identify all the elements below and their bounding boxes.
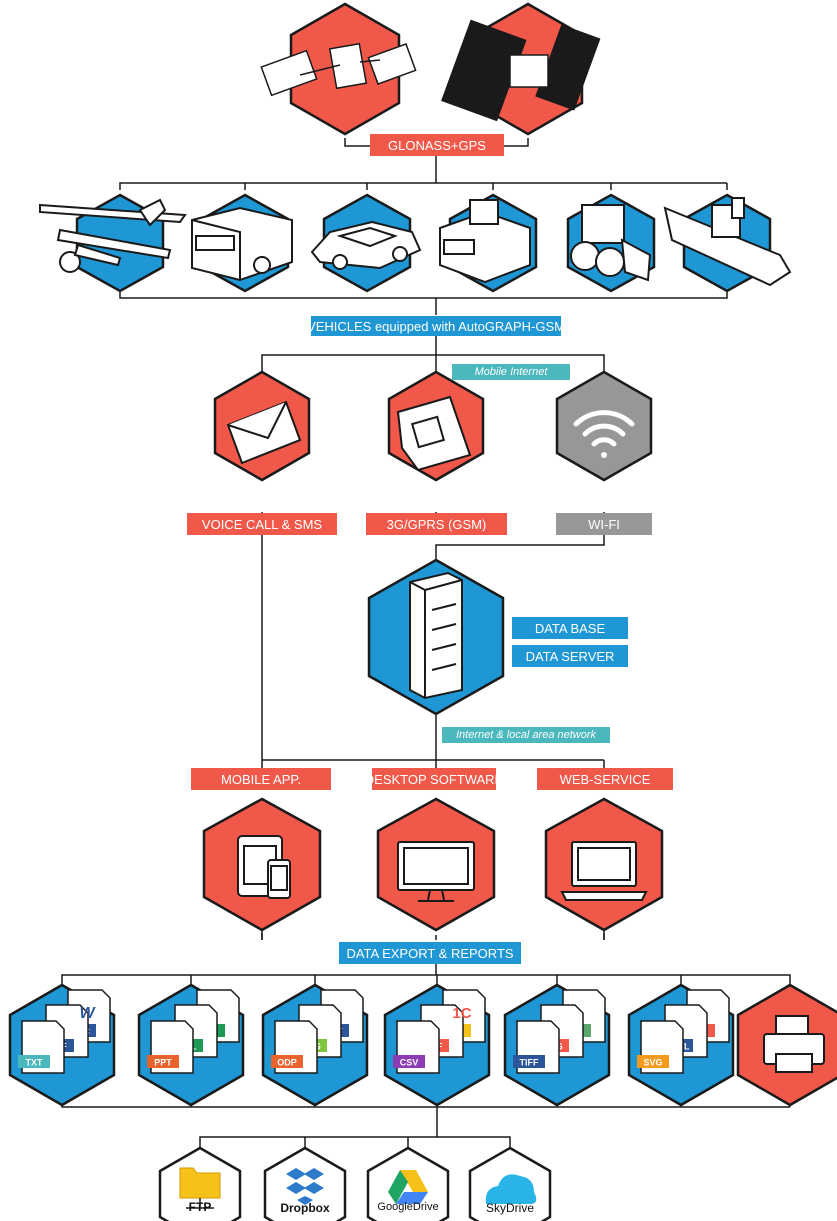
glonass-gps-label: GLONASS+GPS xyxy=(370,134,504,156)
folder-icon xyxy=(179,1167,221,1209)
file-icons: DOCRTFTXT XLSXMLPPT ODTODSODP OLEDBFCSV JPGP… xyxy=(18,989,730,1074)
envelope-icon xyxy=(226,400,302,465)
web-service-label: WEB-SERVICE xyxy=(537,768,673,790)
file-type-label: CSV xyxy=(400,1058,419,1068)
file-badge xyxy=(393,1055,425,1068)
file-type-label: TIFF xyxy=(520,1058,539,1068)
file-icon-odp: ODP xyxy=(271,1020,318,1074)
file-icon-txt: TXT xyxy=(18,1020,65,1074)
file-type-label: TXT xyxy=(26,1058,44,1068)
file-group-2: XLSXMLPPT xyxy=(147,989,240,1074)
data-export-label: DATA EXPORT & REPORTS xyxy=(339,942,521,964)
loader-icon xyxy=(570,204,652,282)
google-drive-icon xyxy=(388,1170,428,1204)
vehicles-label: VEHICLES equipped with AutoGRAPH-GSM xyxy=(307,316,565,336)
printer-icon xyxy=(763,1015,825,1073)
desktop-monitor-icon xyxy=(397,841,475,902)
internet-lan-label: Internet & local area network xyxy=(442,727,610,743)
file-icon-tiff: TIFF xyxy=(513,1020,560,1074)
satellite-icon xyxy=(260,42,417,97)
ftp-label: FTP xyxy=(188,1200,212,1214)
database-label: DATA BASE xyxy=(512,617,628,639)
file-badge xyxy=(271,1055,303,1068)
dropbox-icon xyxy=(286,1168,324,1205)
file-badge xyxy=(513,1055,545,1068)
voice-sms-label: VOICE CALL & SMS xyxy=(187,513,337,535)
skydrive-label: SkyDrive xyxy=(485,1201,534,1215)
wifi-icon xyxy=(573,410,635,458)
desktop-software-label: DESKTOP SOFTWARE xyxy=(365,768,503,790)
file-group-6: PDFHTMLSVG xyxy=(637,989,730,1074)
file-icon-svg: SVG xyxy=(637,1020,684,1074)
satellite-icon xyxy=(441,19,601,122)
file-type-label: ODP xyxy=(277,1058,297,1068)
file-icon-ppt: PPT xyxy=(147,1020,194,1074)
mobile-app-label: MOBILE APP. xyxy=(191,768,331,790)
data-server-label: DATA SERVER xyxy=(512,645,628,667)
file-group-4: OLEDBFCSV xyxy=(393,989,486,1074)
wifi-label: WI-FI xyxy=(556,513,652,535)
gprs-label: 3G/GPRS (GSM) xyxy=(366,513,507,535)
sim-card-icon xyxy=(396,395,472,472)
file-type-label: PPT xyxy=(154,1058,172,1068)
file-group-5: JPGPNGTIFF xyxy=(513,989,606,1074)
word-glyph: W xyxy=(79,1005,96,1022)
tractor-icon xyxy=(439,199,531,284)
mobile-internet-label: Mobile Internet xyxy=(452,364,570,380)
ship-icon xyxy=(663,197,792,287)
google-drive-label: GoogleDrive xyxy=(377,1201,439,1213)
export-hexagons xyxy=(8,983,735,1107)
car-icon xyxy=(310,220,422,270)
airplane-icon xyxy=(39,198,187,273)
file-type-label: SVG xyxy=(643,1058,662,1068)
dropbox-label: Dropbox xyxy=(280,1201,330,1215)
file-badge xyxy=(637,1055,669,1068)
laptop-icon xyxy=(560,841,648,901)
onec-glyph: 1C xyxy=(452,1005,471,1022)
file-badge xyxy=(147,1055,179,1068)
server-icon xyxy=(409,571,463,700)
file-badge xyxy=(18,1055,50,1068)
truck-icon xyxy=(191,206,293,282)
tablet-phone-icon xyxy=(237,835,291,899)
file-group-3: ODTODSODP xyxy=(271,989,364,1074)
cloud-icon xyxy=(485,1174,537,1204)
file-group-1: DOCRTFTXT xyxy=(18,989,111,1074)
file-icon-csv: CSV xyxy=(393,1020,440,1074)
